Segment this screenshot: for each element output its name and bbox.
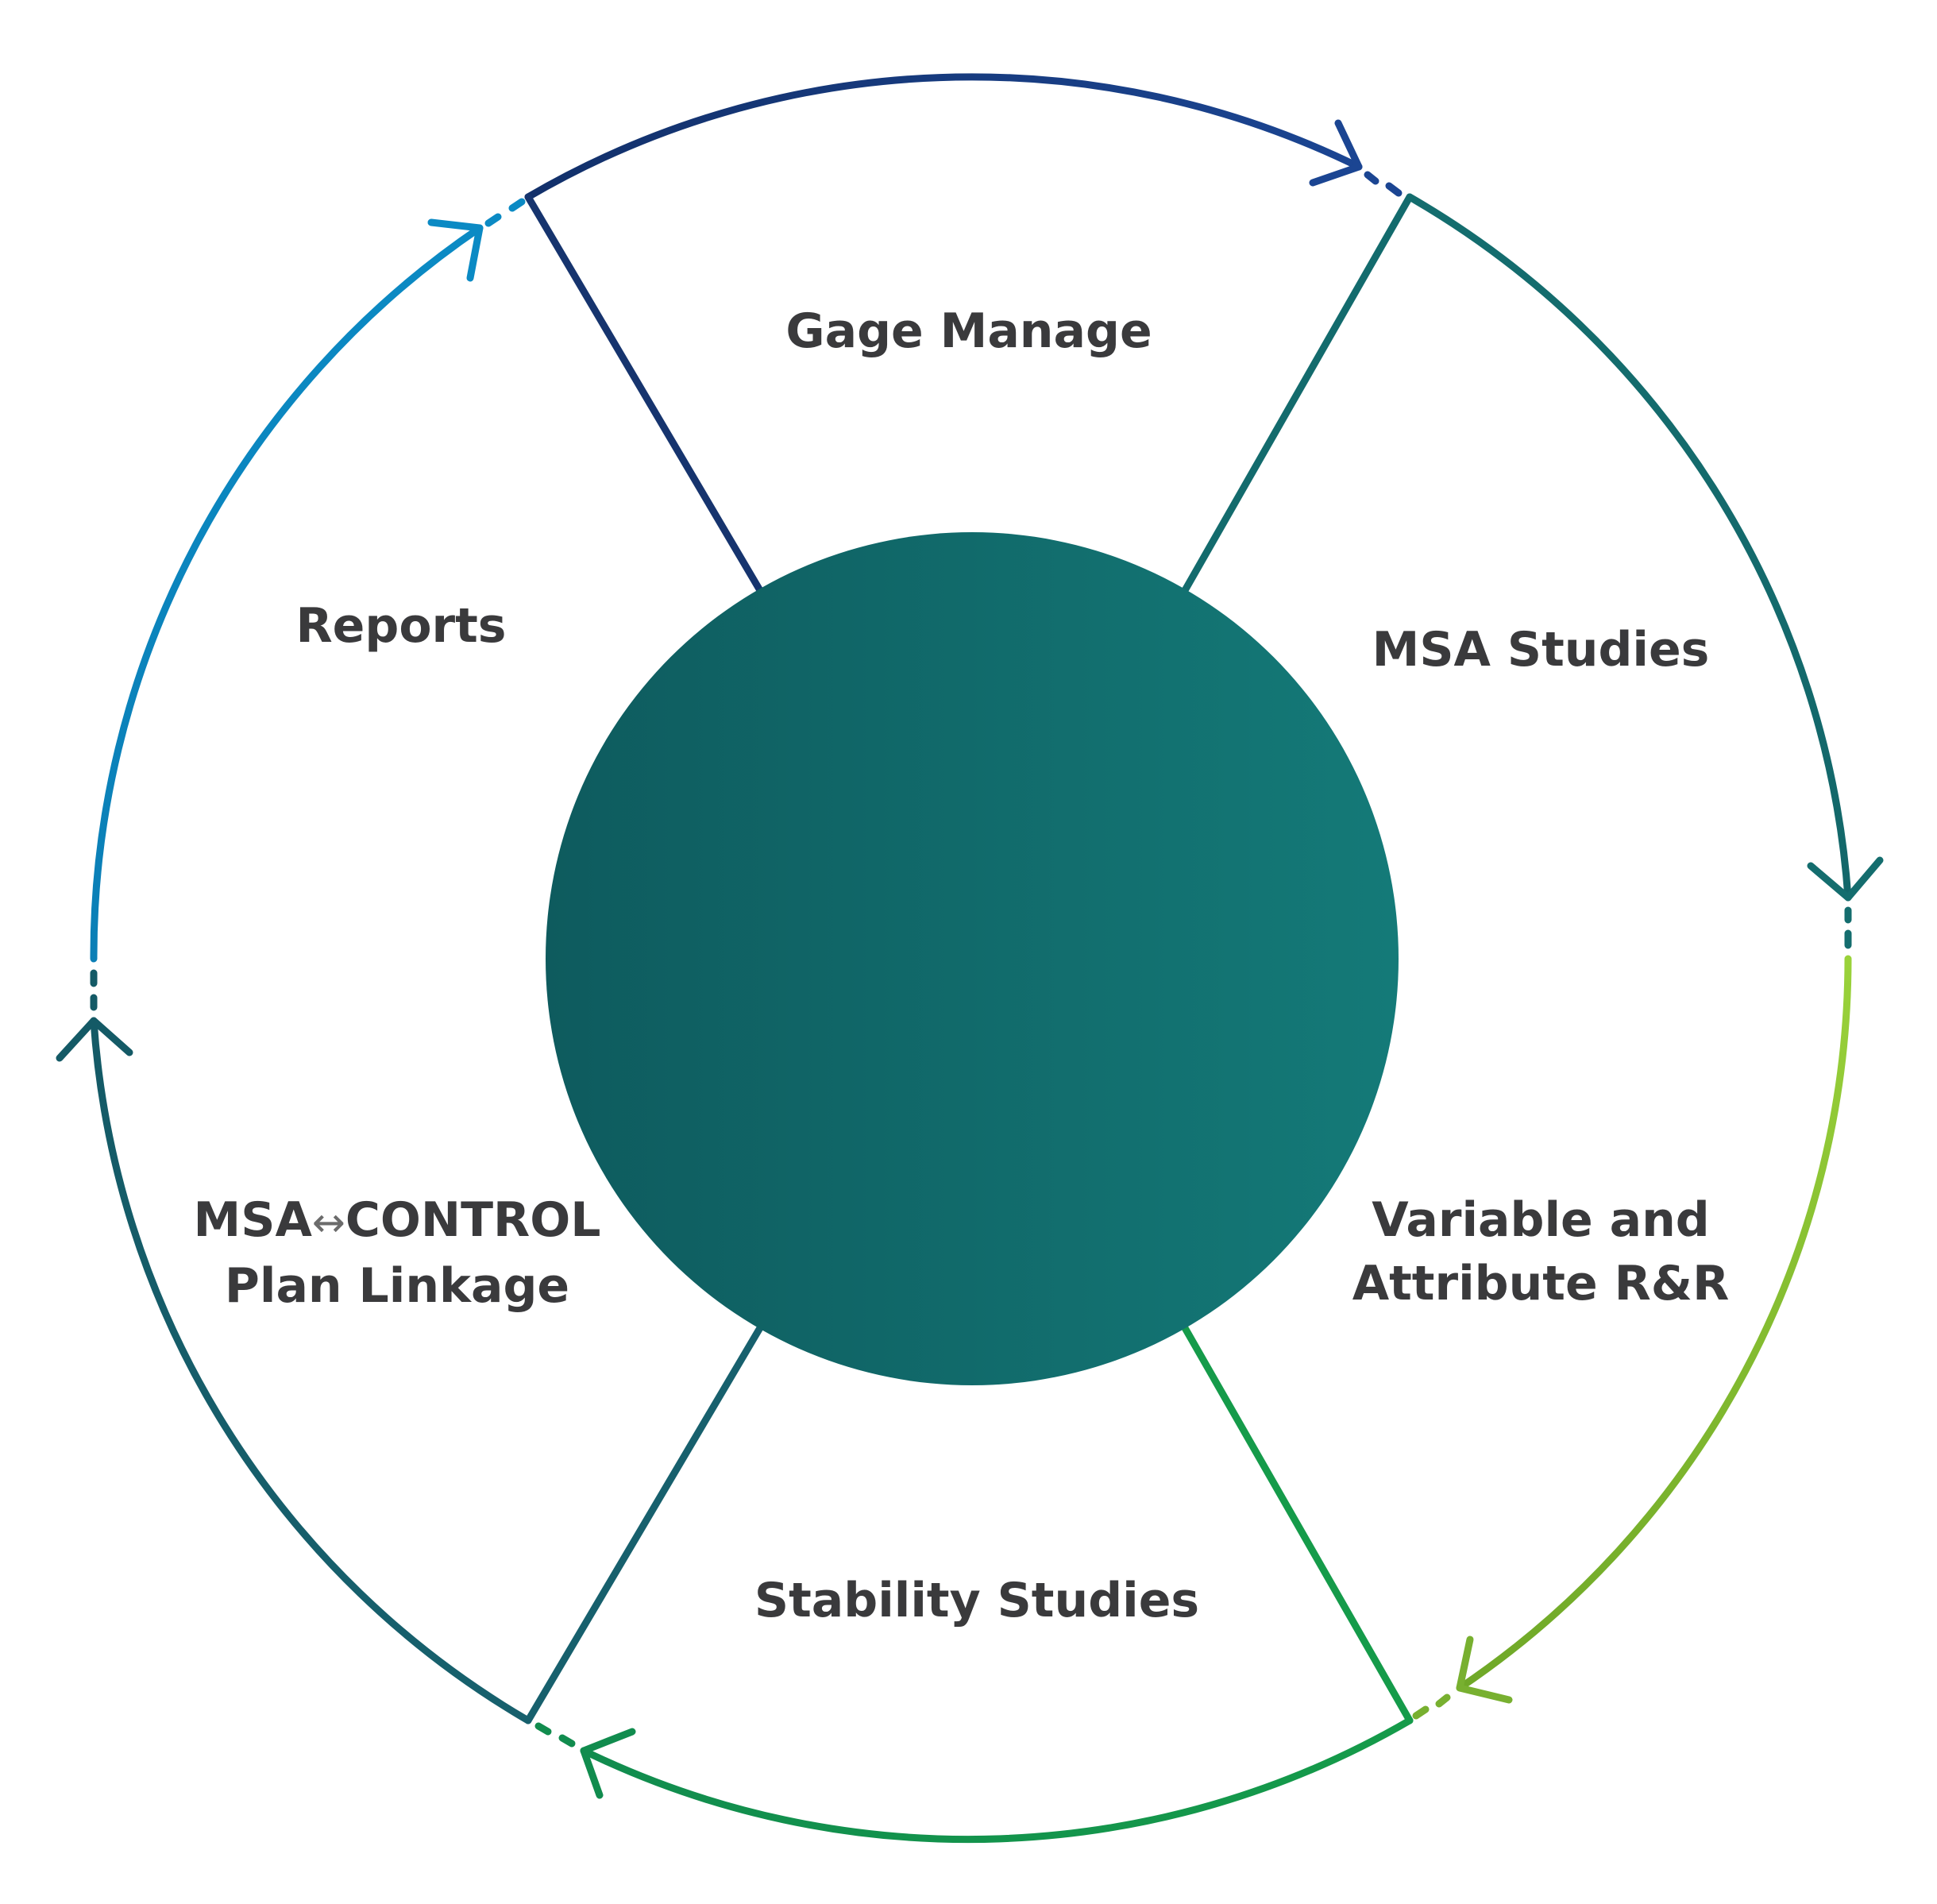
label-gage-manage-text: Gage Manage bbox=[785, 303, 1152, 359]
dash-lower-right bbox=[1412, 1694, 1451, 1720]
arrowhead-right-icon bbox=[1807, 856, 1884, 902]
segment-rr-outline bbox=[1394, 955, 1852, 1720]
radial-top-left bbox=[524, 193, 765, 596]
arc-lower-left bbox=[90, 1017, 532, 1724]
label-stability-studies: Stability Studies bbox=[731, 1569, 1223, 1632]
arrowhead-bottom-left-icon bbox=[580, 1728, 636, 1799]
label-msa-studies: MSA Studies bbox=[1310, 618, 1771, 682]
arrowhead-lower-right-icon bbox=[1456, 1636, 1513, 1704]
label-rr-line-1: Variable and bbox=[1372, 1192, 1710, 1248]
segment-linkage-outline bbox=[56, 969, 765, 1724]
radial-bottom-right bbox=[1180, 1323, 1414, 1724]
label-variable-attribute-rr: Variable and Attribute R&R bbox=[1302, 1188, 1779, 1315]
dash-top-right bbox=[1364, 171, 1403, 197]
label-reports-text: Reports bbox=[295, 598, 507, 654]
arc-lower-right bbox=[1456, 955, 1852, 1692]
radial-bottom-left bbox=[524, 1323, 765, 1724]
bidirectional-arrow-icon: ↔ bbox=[311, 1199, 345, 1246]
arrowhead-left-icon bbox=[56, 1017, 133, 1062]
label-msa-control-linkage: MSA↔CONTROL Plan Linkage bbox=[151, 1188, 643, 1318]
segment-reports-outline bbox=[90, 198, 550, 963]
segment-stability-outline bbox=[534, 1323, 1414, 1843]
label-gage-manage: Gage Manage bbox=[762, 299, 1175, 363]
arc-upper-right bbox=[1406, 193, 1852, 902]
dash-upper-left bbox=[484, 198, 526, 227]
radial-top-right bbox=[1180, 193, 1414, 596]
label-linkage-line-2: Plan Linkage bbox=[224, 1258, 570, 1314]
arc-top bbox=[524, 73, 1363, 201]
label-rr-line-2: Attribute R&R bbox=[1352, 1256, 1730, 1311]
dash-bottom-left bbox=[534, 1722, 576, 1748]
label-linkage-msa: MSA bbox=[193, 1192, 312, 1248]
label-stability-studies-text: Stability Studies bbox=[754, 1573, 1200, 1628]
arc-upper-left bbox=[90, 224, 484, 963]
label-linkage-line-1: MSA↔CONTROL bbox=[151, 1188, 643, 1254]
label-msa-studies-text: MSA Studies bbox=[1372, 622, 1710, 678]
label-reports: Reports bbox=[242, 594, 560, 658]
segment-gage-outline bbox=[524, 73, 1414, 596]
segment-msa-outline bbox=[1406, 193, 1884, 949]
label-linkage-control: CONTROL bbox=[345, 1192, 601, 1248]
center-hub bbox=[546, 532, 1399, 1385]
arc-bottom bbox=[580, 1717, 1414, 1843]
arrowhead-upper-left-icon bbox=[427, 218, 484, 282]
arrowhead-top-right-icon bbox=[1309, 119, 1363, 187]
